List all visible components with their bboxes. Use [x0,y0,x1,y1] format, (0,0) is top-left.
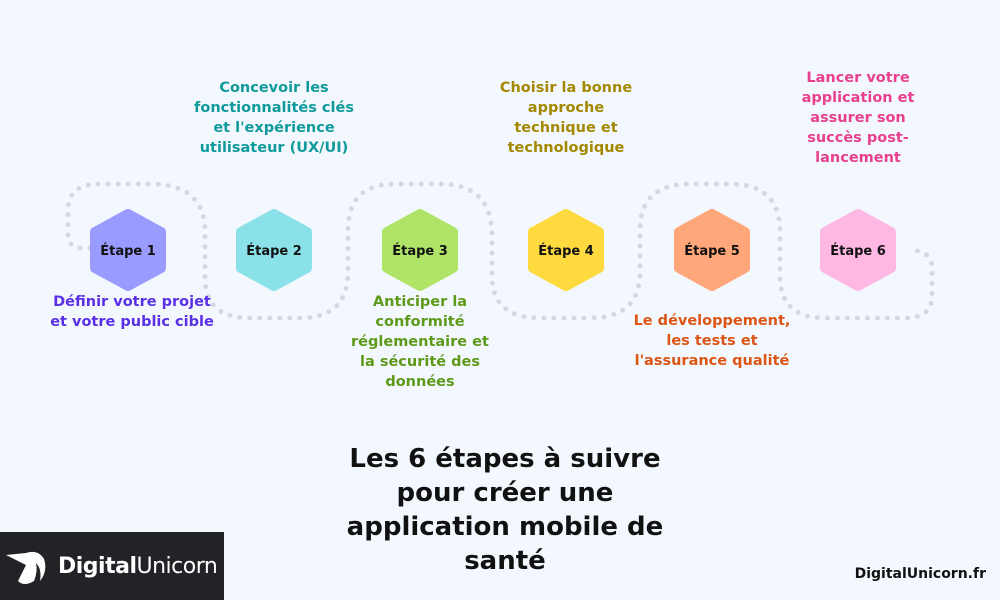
step-5-description: Le développement, les tests et l'assuran… [633,313,791,369]
step-6-description: Lancer votre application et assurer son … [801,70,915,166]
logo-text-light: Unicorn [136,553,218,579]
step-1-description: Définir votre projet et votre public cib… [50,294,214,330]
hexagon-shape [236,209,312,291]
step-label: Étape 2 [246,243,302,259]
unicorn-head-icon [6,551,46,584]
website-link[interactable]: DigitalUnicorn.fr [854,566,986,582]
hexagon-shape [382,209,458,291]
brand-logo: DigitalUnicorn [0,532,224,600]
step-4-description: Choisir la bonne approche technique et t… [499,80,633,156]
page-title: Les 6 étapes à suivre pour créer une app… [346,444,664,576]
step-1-node: Étape 1 [90,209,166,291]
step-3-description: Anticiper la conformité réglementaire et… [351,294,489,390]
step-5-node: Étape 5 [674,209,750,291]
step-label: Étape 1 [100,243,156,259]
step-label: Étape 4 [538,243,594,259]
step-label: Étape 5 [684,243,740,259]
step-6-node: Étape 6 [820,209,896,291]
logo-text-bold: Digital [58,553,137,579]
step-label: Étape 6 [830,243,886,259]
step-2-description: Concevoir les fonctionnalités clés et l'… [194,80,354,156]
step-label: Étape 3 [392,243,448,259]
hexagon-shape [674,209,750,291]
step-3-node: Étape 3 [382,209,458,291]
step-4-node: Étape 4 [528,209,604,291]
hexagon-shape [90,209,166,291]
hexagon-shape [820,209,896,291]
hexagon-shape [528,209,604,291]
step-2-node: Étape 2 [236,209,312,291]
